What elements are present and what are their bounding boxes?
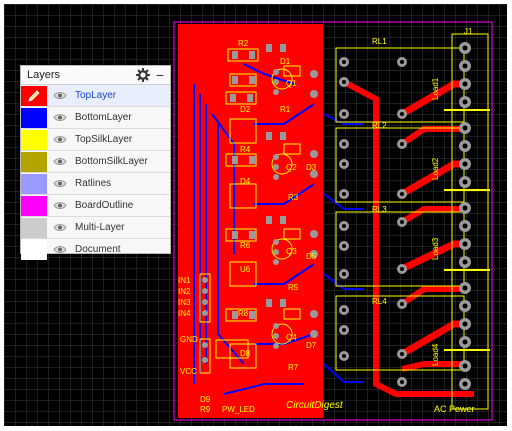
relay-traces [342, 79, 474, 397]
layer-color-swatch[interactable] [21, 217, 47, 238]
label-d1: D1 [280, 57, 291, 66]
bottom-traces [193, 63, 345, 395]
label-load4: Load4 [431, 343, 440, 366]
layer-row-toplayer[interactable]: TopLayer [21, 85, 170, 107]
label-gnd: GND [180, 335, 198, 344]
eye-icon[interactable] [47, 157, 73, 166]
layer-label: BoardOutline [75, 200, 134, 211]
label-r6: R6 [240, 241, 251, 250]
label-in3: IN3 [178, 298, 191, 307]
label-q4: Q4 [286, 333, 297, 342]
label-d4: D4 [240, 177, 251, 186]
eye-icon[interactable] [47, 223, 73, 232]
label-r3: R3 [288, 193, 299, 202]
eye-icon[interactable] [47, 91, 73, 100]
layer-color-swatch[interactable] [21, 107, 47, 128]
layer-color-swatch[interactable] [21, 173, 47, 194]
label-in4: IN4 [178, 309, 191, 318]
label-pw-led: PW_LED [222, 405, 255, 414]
label-d2: D2 [240, 105, 251, 114]
label-r7: R7 [288, 363, 299, 372]
pcb-canvas[interactable]: R2 D2 R1 D1 Q1 R4 D4 Q2 D3 R3 R6 U6 Q3 D… [4, 4, 507, 426]
label-rl2: RL2 [372, 121, 387, 130]
layer-color-swatch[interactable] [21, 129, 47, 150]
silkscreen-outlines [199, 48, 301, 374]
label-d9: D9 [200, 395, 211, 404]
layer-row-topsilklayer[interactable]: TopSilkLayer [21, 129, 170, 151]
pencil-icon [27, 89, 41, 106]
label-r9: R9 [200, 405, 211, 414]
eye-icon[interactable] [47, 245, 73, 254]
eye-icon[interactable] [47, 135, 73, 144]
eye-icon[interactable] [47, 179, 73, 188]
silk-text: R2 D2 R1 D1 Q1 R4 D4 Q2 D3 R3 R6 U6 Q3 D… [178, 39, 317, 414]
label-q1: Q1 [286, 79, 297, 88]
layer-label: Ratlines [75, 178, 112, 189]
label-d8: D8 [240, 349, 251, 358]
layer-color-swatch[interactable] [21, 239, 47, 260]
label-load1: Load1 [431, 77, 440, 100]
layer-label: Multi-Layer [75, 222, 125, 233]
label-r1: R1 [280, 105, 291, 114]
label-q2: Q2 [286, 163, 297, 172]
layer-color-swatch[interactable] [21, 195, 47, 216]
layer-label: BottomSilkLayer [75, 156, 148, 167]
layers-panel-header: Layers − [21, 66, 170, 85]
label-d7: D7 [306, 341, 317, 350]
copper-pour [178, 24, 323, 418]
label-rl3: RL3 [372, 205, 387, 214]
eye-icon[interactable] [47, 201, 73, 210]
layer-row-boardoutline[interactable]: BoardOutline [21, 195, 170, 217]
label-in1: IN1 [178, 276, 191, 285]
label-ac-power: AC Power [434, 404, 475, 414]
pads [202, 44, 318, 363]
terminal-pads [459, 42, 471, 390]
layer-row-ratlines[interactable]: Ratlines [21, 173, 170, 195]
label-in2: IN2 [178, 287, 191, 296]
label-r2: R2 [238, 39, 249, 48]
label-r4: R4 [240, 145, 251, 154]
label-r8: R8 [238, 309, 249, 318]
layers-panel-title: Layers [27, 69, 61, 81]
label-r5: R5 [288, 283, 299, 292]
layer-row-bottomlayer[interactable]: BottomLayer [21, 107, 170, 129]
layer-label: TopSilkLayer [75, 134, 133, 145]
layer-label: TopLayer [75, 90, 117, 101]
layer-row-bottomsilklayer[interactable]: BottomSilkLayer [21, 151, 170, 173]
label-load3: Load3 [431, 237, 440, 260]
layer-row-document[interactable]: Document [21, 239, 170, 260]
relay-silk-text: RL1 RL2 RL3 RL4 J1 Load1 Load2 Load3 Loa… [286, 27, 475, 414]
layer-color-swatch[interactable] [21, 85, 47, 106]
layer-label: Document [75, 244, 121, 255]
layer-label: BottomLayer [75, 112, 132, 123]
minus-icon[interactable]: − [155, 67, 164, 83]
brand-text: CircuitDigest [286, 400, 344, 411]
board-outline [173, 21, 493, 421]
label-d5: D5 [306, 252, 317, 261]
label-load2: Load2 [431, 157, 440, 180]
layer-color-swatch[interactable] [21, 151, 47, 172]
label-u6: U6 [240, 265, 251, 274]
label-j1: J1 [464, 27, 473, 36]
gear-icon[interactable] [135, 68, 150, 82]
relay-outlines [335, 33, 490, 410]
label-rl4: RL4 [372, 297, 387, 306]
relay-pads [339, 57, 407, 387]
eye-icon[interactable] [47, 113, 73, 122]
layer-row-multi-layer[interactable]: Multi-Layer [21, 217, 170, 239]
label-d3: D3 [306, 163, 317, 172]
label-q3: Q3 [286, 247, 297, 256]
label-rl1: RL1 [372, 37, 387, 46]
label-vcc: VCC [180, 367, 197, 376]
